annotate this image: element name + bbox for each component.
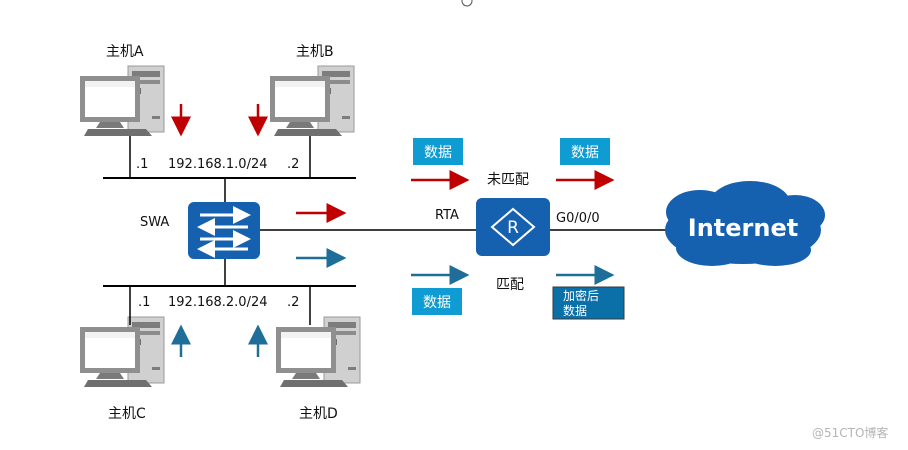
host-c-label: 主机C — [108, 406, 146, 422]
switch-icon — [188, 202, 260, 259]
router-interface-label: G0/0/0 — [556, 211, 600, 226]
host-d-label: 主机D — [299, 406, 338, 422]
matched-in-data-label: 数据 — [423, 295, 451, 311]
switch-label: SWA — [140, 215, 169, 230]
router-label: RTA — [435, 208, 459, 223]
internet-label: Internet — [688, 214, 798, 242]
top-right-suffix: .2 — [287, 157, 299, 172]
host-a-label: 主机A — [106, 44, 144, 60]
top-circle — [461, 0, 473, 7]
top-network-label: 192.168.1.0/24 — [168, 157, 268, 172]
unmatched-out-data-box — [560, 138, 610, 165]
bottom-left-suffix: .1 — [138, 295, 150, 310]
unmatched-in-data-label: 数据 — [424, 145, 452, 161]
matched-label: 匹配 — [496, 277, 524, 293]
unmatched-out-data-label: 数据 — [571, 145, 599, 161]
bottom-right-suffix: .2 — [287, 295, 299, 310]
host-a-computer — [79, 65, 165, 137]
matched-encrypted-box — [552, 286, 625, 320]
matched-in-data-box — [412, 288, 462, 315]
host-b-label: 主机B — [296, 44, 334, 60]
top-left-suffix: .1 — [136, 157, 148, 172]
internet-cloud-icon — [665, 181, 825, 266]
router-icon: R — [476, 198, 550, 256]
matched-encrypted-line1: 加密后 — [563, 288, 599, 303]
host-c-computer — [79, 316, 165, 388]
router-icon-letter: R — [507, 218, 519, 238]
watermark-text: @51CTO博客 — [812, 425, 888, 440]
matched-encrypted-line2: 数据 — [563, 303, 587, 318]
host-b-computer — [269, 65, 355, 137]
bottom-network-label: 192.168.2.0/24 — [168, 295, 268, 310]
host-d-computer — [275, 316, 361, 388]
unmatched-label: 未匹配 — [487, 172, 529, 188]
unmatched-in-data-box — [413, 138, 463, 165]
